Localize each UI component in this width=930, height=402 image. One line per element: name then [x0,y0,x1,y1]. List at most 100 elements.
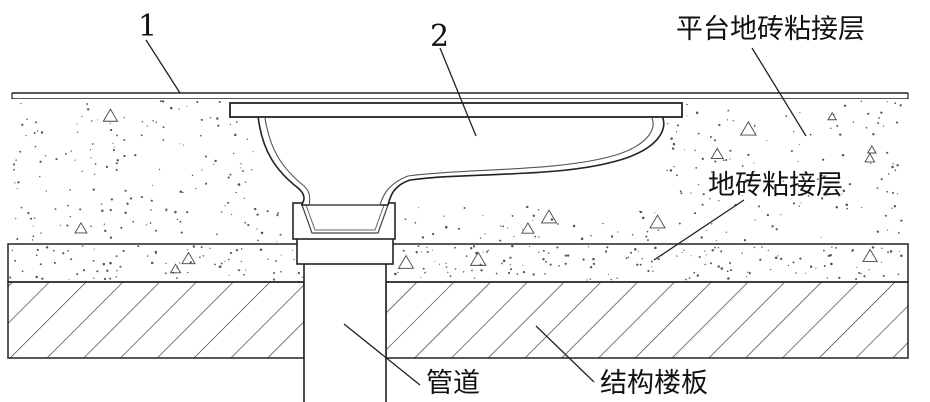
speckle-dot [457,227,461,230]
speckle-dot [146,125,148,127]
speckle-dot [97,119,99,121]
speckle-dot [417,207,420,209]
speckle-dot [729,149,732,152]
speckle-dot [11,249,14,252]
speckle-dot [16,187,18,189]
speckle-dot [26,118,28,121]
speckle-dot [116,269,118,272]
aggregate-triangle [710,147,724,159]
speckle-dot [882,125,885,127]
marker-1-label: 1 [138,9,157,44]
speckle-dot [445,262,447,264]
speckle-dot [29,217,33,220]
leader-2 [439,47,477,137]
speckle-dot [672,142,676,146]
speckle-dot [21,270,24,273]
speckle-dot [872,132,875,136]
speckle-dot [823,265,826,267]
speckle-dot [74,159,76,161]
speckle-dot [826,277,828,279]
speckle-dot [76,123,78,125]
speckle-dot [500,225,502,227]
tile-adhesive-layer-label: 地砖粘接层 [708,170,843,201]
speckle-dot [109,208,112,212]
speckle-dot [115,162,117,164]
speckle-dot [106,269,109,272]
speckle-dot [447,271,449,274]
speckle-dot [800,193,803,196]
speckle-dot [94,163,97,165]
speckle-dot [807,195,810,197]
speckle-dot [104,229,107,233]
speckle-dot [798,143,800,145]
speckle-dot [161,100,165,103]
speckle-dot [178,262,181,264]
speckle-dot [617,231,619,233]
speckle-dot [876,187,879,189]
speckle-dot [39,175,41,178]
speckle-dot [13,168,15,171]
speckle-dot [39,160,42,163]
speckle-dot [479,237,482,239]
speckle-dot [445,225,448,229]
leader-1 [145,39,181,94]
speckle-dot [432,249,434,251]
speckle-dot [229,173,232,176]
speckle-dot [892,163,894,165]
speckle-dot [556,246,559,249]
speckle-dot [792,130,795,133]
speckle-dot [797,183,799,185]
speckle-dot [704,250,706,252]
speckle-dot [589,266,593,269]
speckle-dot [746,271,748,273]
aggregate-triangle [864,152,876,163]
speckle-dot [886,151,889,154]
speckle-dot [149,222,152,224]
speckle-dot [40,232,42,234]
speckle-dot [90,157,92,159]
speckle-dot [715,240,717,242]
speckle-dot [474,277,476,279]
speckle-dot [434,260,436,262]
speckle-dot [152,120,154,122]
speckle-dot [297,271,301,275]
speckle-dot [462,271,465,273]
speckle-dot [424,271,426,274]
leader-lines [145,39,807,386]
speckle-dot [256,228,258,230]
speckle-dot [89,149,92,151]
speckle-dot [79,208,82,211]
speckle-dot [753,170,756,173]
speckle-dot [639,210,641,213]
speckle-dot [214,159,217,163]
speckle-dot [887,173,890,175]
speckle-dot [276,241,278,243]
speckle-dot [848,182,852,186]
speckle-dot [445,266,448,268]
speckle-dot [586,279,588,281]
speckle-dot [513,236,515,238]
speckle-dot [155,229,158,232]
speckle-dot [502,259,506,263]
speckle-dot [657,229,660,231]
speckle-dot [695,166,698,169]
speckle-dot [91,143,94,145]
aggregate-triangle [169,263,182,274]
speckle-dot [720,250,723,253]
speckle-dot [625,257,628,259]
speckle-dot [695,111,699,115]
speckle-dot [397,271,399,274]
speckle-dot [96,270,99,273]
speckle-dot [697,132,700,135]
speckle-dot [266,210,269,213]
speckle-dot [549,263,552,266]
speckle-dot [841,153,845,157]
speckle-dot [224,205,226,207]
speckle-dot [40,131,44,134]
speckle-dot [227,176,230,179]
speckle-dot [516,273,519,275]
speckle-dot [566,254,570,257]
speckle-dot [414,221,417,224]
speckle-dot [754,219,756,221]
speckle-dot [227,201,230,204]
